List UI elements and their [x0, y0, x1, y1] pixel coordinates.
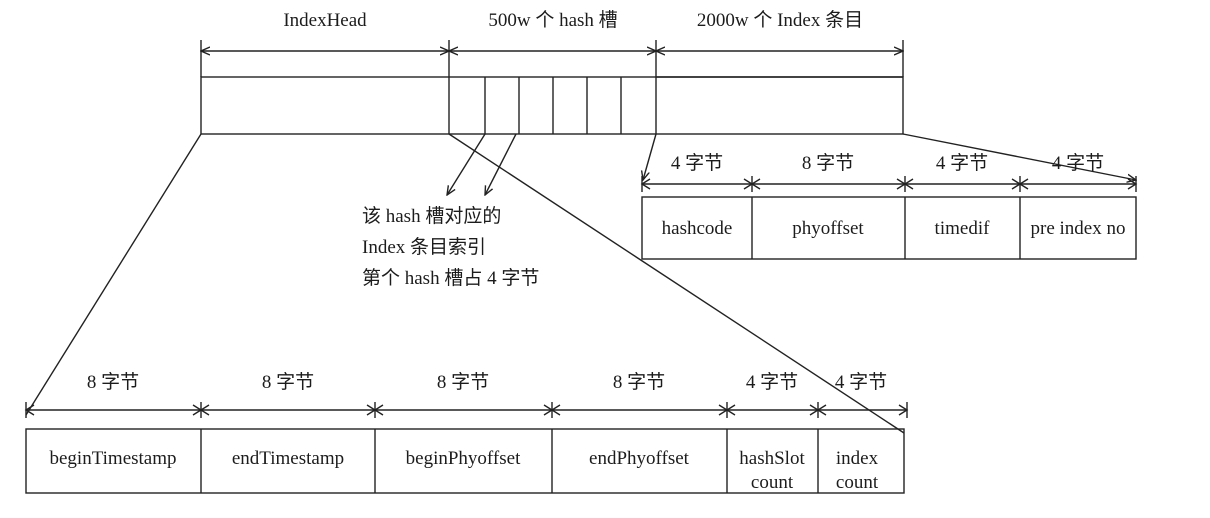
entry-field-pre-index-no: pre index no [1030, 218, 1126, 239]
entry-field-timedif: timedif [934, 218, 990, 239]
note-line: Index 条目索引 [362, 237, 487, 258]
header-size-label: 4 字节 [745, 372, 799, 393]
entry-field-hashcode: hashcode [661, 218, 733, 239]
header-field-hash-slot-count: hashSlot count [739, 447, 804, 495]
header-field-end-timestamp: endTimestamp [231, 448, 345, 469]
index-head-label: IndexHead [283, 10, 367, 31]
header-size-label: 8 字节 [86, 372, 140, 393]
index-entry-table [641, 196, 1137, 260]
note-line: 该 hash 槽对应的 [362, 206, 502, 227]
header-field-line: hashSlot [739, 448, 805, 469]
index-file-bar [200, 76, 904, 135]
entry-size-label: 8 字节 [801, 153, 855, 174]
index-head-expansion-left [25, 133, 202, 416]
index-entry-expansion-right [902, 133, 1136, 180]
note-line: 第个 hash 槽占 4 字节 [362, 268, 540, 289]
entry-field-phyoffset: phyoffset [792, 218, 864, 239]
header-field-end-phyoffset: endPhyoffset [589, 448, 689, 469]
header-field-begin-timestamp: beginTimestamp [49, 448, 177, 469]
entry-size-label: 4 字节 [935, 153, 989, 174]
hash-slot-pointer-1 [447, 133, 486, 195]
hash-slots-label: 500w 个 hash 槽 [488, 10, 618, 31]
index-entries-label: 2000w 个 Index 条目 [696, 10, 864, 31]
header-size-label: 8 字节 [436, 372, 490, 393]
index-head-expansion-right [448, 133, 905, 434]
index-entry-expansion-left [643, 133, 657, 180]
entry-size-label: 4 字节 [1051, 153, 1105, 174]
hash-slot-pointer-2 [485, 133, 517, 195]
header-field-line: index [835, 448, 879, 469]
header-size-label: 4 字节 [834, 372, 888, 393]
header-size-label: 8 字节 [261, 372, 315, 393]
index-header-table [25, 428, 905, 494]
header-size-label: 8 字节 [612, 372, 666, 393]
hash-slot-note: 该 hash 槽对应的 Index 条目索引 第个 hash 槽占 4 字节 [362, 201, 539, 294]
header-field-index-count: index count [836, 447, 878, 495]
header-field-line: count [750, 472, 794, 493]
header-field-line: count [835, 472, 879, 493]
entry-size-label: 4 字节 [670, 153, 724, 174]
header-field-begin-phyoffset: beginPhyoffset [405, 448, 521, 469]
